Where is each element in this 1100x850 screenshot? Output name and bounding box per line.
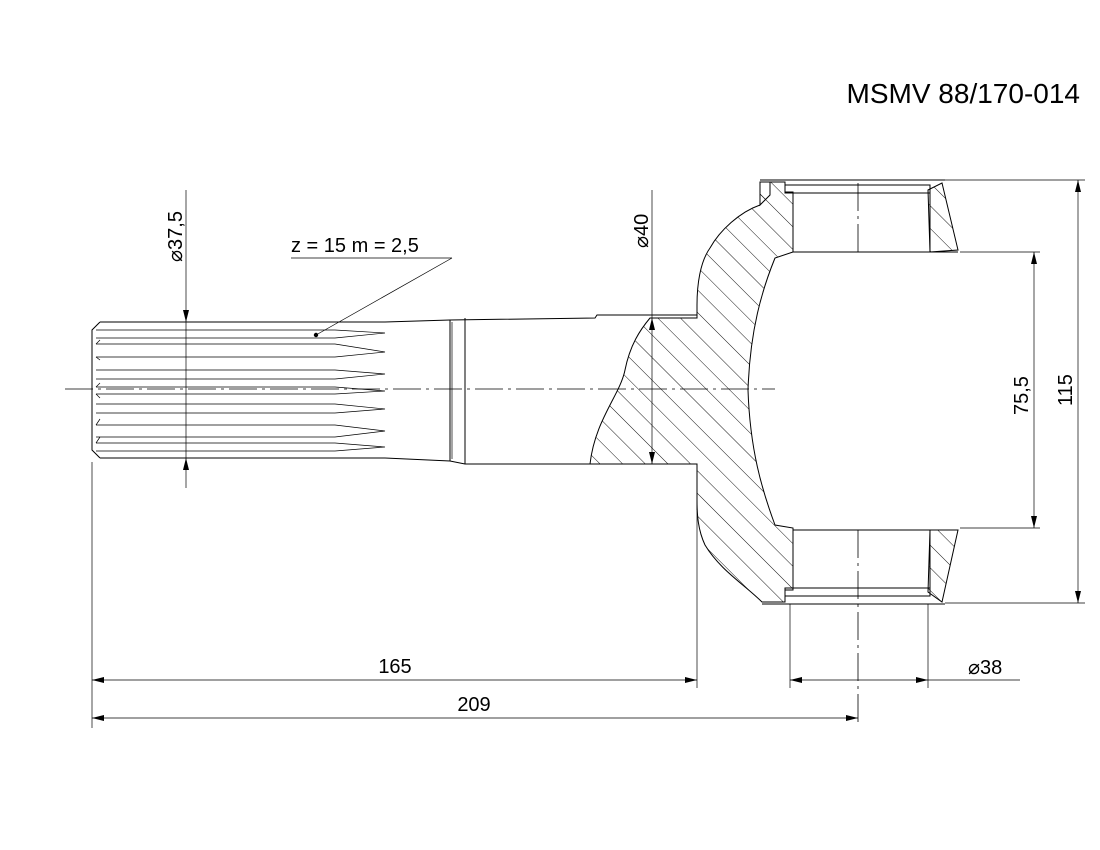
- spline-tooth: [96, 403, 386, 414]
- svg-text:⌀38: ⌀38: [968, 657, 1002, 679]
- yoke-hatched-body: [589, 181, 794, 603]
- svg-text:⌀37,5: ⌀37,5: [165, 211, 187, 262]
- lower-bore: [762, 529, 958, 725]
- upper-bore-lip: [927, 182, 959, 253]
- bore-spacing-value: 75,5: [1011, 376, 1033, 415]
- lower-snap-ring: [784, 587, 931, 597]
- shaft: [384, 305, 698, 510]
- spline-tooth: [96, 343, 386, 358]
- spline-tooth: [96, 424, 386, 438]
- dim-bore-spacing: 75,5: [960, 251, 1040, 529]
- bore-diameter-value: 38: [980, 657, 1002, 679]
- dim-bore-diameter: ⌀38: [789, 604, 1020, 688]
- spline-tooth: [96, 329, 386, 339]
- yoke-height-value: 115: [1055, 374, 1077, 406]
- overall-length-value: 209: [457, 694, 490, 716]
- spline-tooth: [96, 386, 386, 395]
- dim-spline-diameter: ⌀37,5: [165, 190, 189, 488]
- diameter-symbol: ⌀: [968, 657, 980, 679]
- spline-diameter-value: 37,5: [165, 211, 187, 250]
- svg-text:⌀40: ⌀40: [631, 214, 653, 248]
- dim-shaft-diameter: ⌀40: [631, 190, 655, 464]
- diameter-symbol: ⌀: [165, 250, 187, 262]
- dim-length-to-flange: 165: [91, 462, 698, 728]
- dim-overall-length: 209: [92, 694, 858, 721]
- upper-snap-ring: [784, 184, 931, 194]
- spline-note-text: z = 15 m = 2,5: [291, 235, 419, 257]
- lower-bore-lip: [927, 529, 959, 603]
- diameter-symbol: ⌀: [631, 236, 653, 248]
- dim-yoke-height: 115: [945, 179, 1085, 604]
- spline-note: z = 15 m = 2,5: [291, 235, 453, 338]
- spline-section: [91, 321, 386, 459]
- spline-tooth: [96, 369, 386, 380]
- upper-bore: [760, 179, 958, 253]
- spline-tooth: [96, 442, 386, 452]
- shaft-diameter-value: 40: [631, 214, 653, 236]
- drawing-title: MSMV 88/170-014: [847, 78, 1080, 109]
- yoke-section: [589, 181, 959, 603]
- upper-left-lip: [759, 181, 771, 207]
- length-to-flange-value: 165: [378, 656, 411, 678]
